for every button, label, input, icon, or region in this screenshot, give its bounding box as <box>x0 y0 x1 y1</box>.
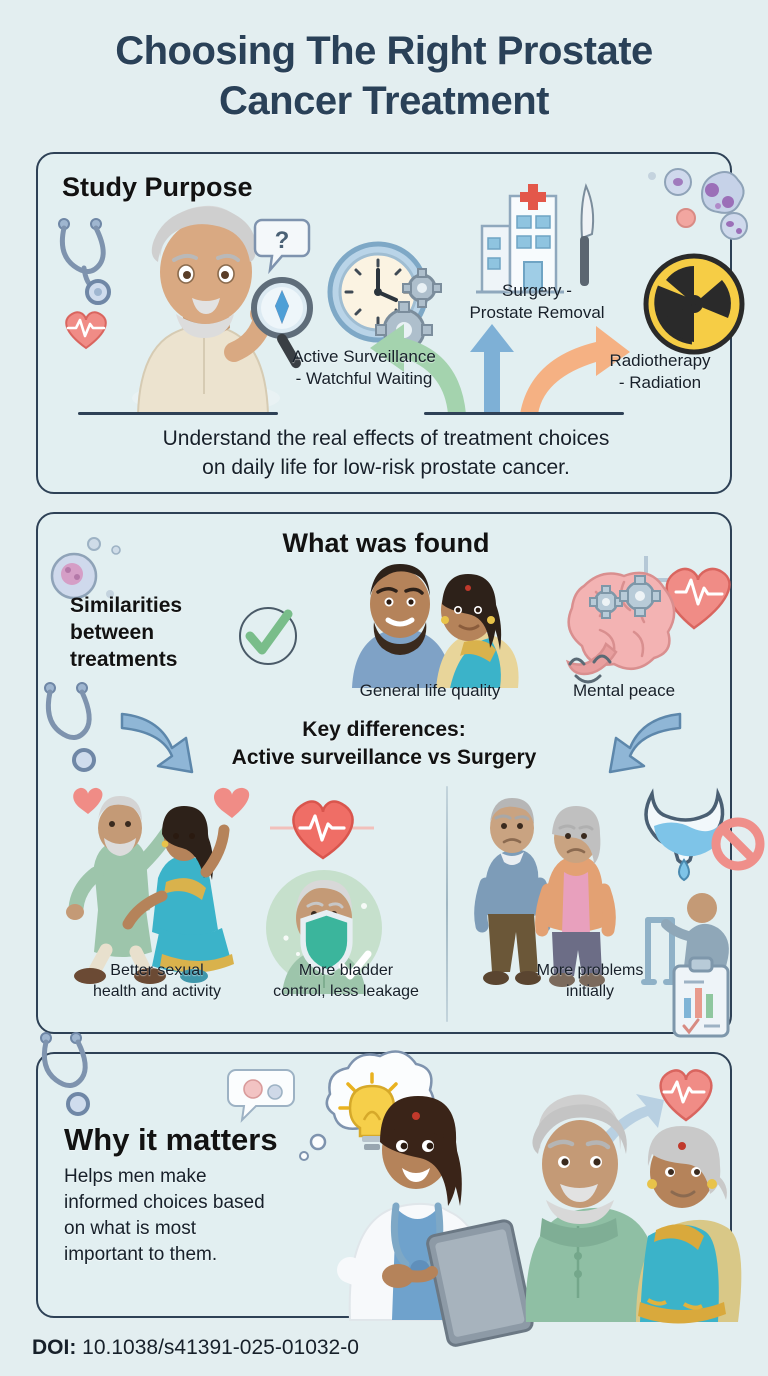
svg-text:?: ? <box>275 227 290 254</box>
cell-icon <box>50 537 121 600</box>
gear-icon <box>589 575 661 619</box>
heartbeat-icon <box>659 1069 713 1122</box>
caption-sexual-health-line1: Better sexual <box>110 962 204 979</box>
page-title: Choosing The Right Prostate Cancer Treat… <box>0 26 768 126</box>
why-body-line4: important to them. <box>64 1244 218 1265</box>
panel-why-it-matters: Why it matters Helps men make informed c… <box>36 1032 742 1347</box>
caption-more-problems-line1: More problems <box>536 962 644 979</box>
heartbeat-icon <box>65 311 107 350</box>
option-surgery-line1: Surgery - <box>502 281 572 300</box>
stethoscope-icon <box>58 218 111 305</box>
caption-sexual-health: Better sexual health and activity <box>66 960 248 1002</box>
vertical-divider <box>446 786 448 1022</box>
why-body-line1: Helps men make <box>64 1166 207 1187</box>
bladder-leak-icon <box>644 787 765 882</box>
similarities-label-line3: treatments <box>70 648 178 671</box>
key-differences-heading: Key differences: Active surveillance vs … <box>38 716 730 772</box>
caption-bladder-control-line1: More bladder <box>298 962 394 979</box>
no-entry-icon <box>711 817 765 871</box>
option-radiotherapy: Radiotherapy - Radiation <box>590 350 730 394</box>
option-radiotherapy-line1: Radiotherapy <box>609 351 711 370</box>
cell-icon <box>227 1069 295 1123</box>
study-purpose-heading: Study Purpose <box>62 172 253 202</box>
option-surgery-line2: Prostate Removal <box>469 303 605 322</box>
radiation-icon <box>643 253 745 355</box>
check-circle-icon <box>239 607 297 665</box>
caption-more-problems-line2: initially <box>565 983 614 1000</box>
caption-general-life-quality: General life quality <box>359 681 501 700</box>
doi-footer: DOI: 10.1038/s41391-025-01032-0 <box>32 1336 359 1360</box>
panel-study-purpose: Study Purpose <box>36 152 748 494</box>
what-was-found-heading: What was found <box>282 528 490 558</box>
page-title-line1: Choosing The Right Prostate <box>115 29 653 73</box>
similarities-label-line1: Similarities <box>70 594 183 617</box>
scalpel-icon <box>580 183 595 286</box>
couple-illustration <box>352 564 519 688</box>
question-bubble-icon: ? <box>253 218 311 275</box>
caption-sexual-health-line2: health and activity <box>92 983 222 1000</box>
magnifying-glass-icon <box>251 277 313 369</box>
caption-bladder-control-line2: control, less leakage <box>273 983 419 1000</box>
clipboard-chart-icon <box>672 956 730 1038</box>
cell-icon <box>648 168 748 240</box>
doctor-with-tablet-illustration <box>337 1096 534 1347</box>
why-body-line3: on what is most <box>64 1218 196 1239</box>
treatment-arrows <box>370 324 630 414</box>
option-radiotherapy-line2: - Radiation <box>618 373 702 392</box>
brain-gears-icon <box>565 571 676 684</box>
hospital-icon <box>476 183 595 294</box>
dancing-couple-illustration <box>66 787 250 984</box>
caption-bladder-control: More bladder control, less leakage <box>250 960 442 1002</box>
doi-value: 10.1038/s41391-025-01032-0 <box>82 1336 359 1359</box>
stethoscope-icon <box>40 1032 90 1116</box>
shielded-man-icon <box>266 870 382 994</box>
sad-elderly-couple-illustration <box>474 798 616 987</box>
divider-left <box>78 412 278 415</box>
option-active-surveillance-line2: - Watchful Waiting <box>295 369 433 388</box>
elderly-couple-illustration <box>525 1094 742 1324</box>
clock-icon <box>327 241 442 359</box>
arrow-left-icon <box>608 712 682 774</box>
arrow-right-icon <box>120 712 194 774</box>
caption-mental-peace: Mental peace <box>572 681 676 700</box>
similarities-label-line2: between <box>70 621 155 644</box>
why-body-line2: informed choices based <box>64 1192 265 1213</box>
stethoscope-icon <box>44 682 96 772</box>
study-purpose-summary: Understand the real effects of treatment… <box>58 424 714 482</box>
heartbeat-icon <box>270 800 374 860</box>
option-active-surveillance: Active Surveillance - Watchful Waiting <box>264 346 464 390</box>
caption-more-problems: More problems initially <box>490 960 690 1002</box>
key-differences-line1: Key differences: <box>302 718 466 741</box>
summary-line1: Understand the real effects of treatment… <box>162 427 610 450</box>
key-differences-line2: Active surveillance vs Surgery <box>231 746 537 769</box>
summary-line2: on daily life for low-risk prostate canc… <box>202 456 570 479</box>
doi-label: DOI: <box>32 1336 77 1359</box>
page-title-line2: Cancer Treatment <box>219 79 549 123</box>
option-surgery: Surgery - Prostate Removal <box>442 280 632 324</box>
why-it-matters-body: Helps men make informed choices based on… <box>64 1164 314 1268</box>
similarities-label: Similarities between treatments <box>70 592 230 673</box>
divider-right <box>424 412 624 415</box>
option-active-surveillance-line1: Active Surveillance <box>292 347 436 366</box>
why-it-matters-heading: Why it matters <box>64 1122 278 1157</box>
panel-what-was-found: What was found Similarities between trea… <box>36 512 765 1038</box>
